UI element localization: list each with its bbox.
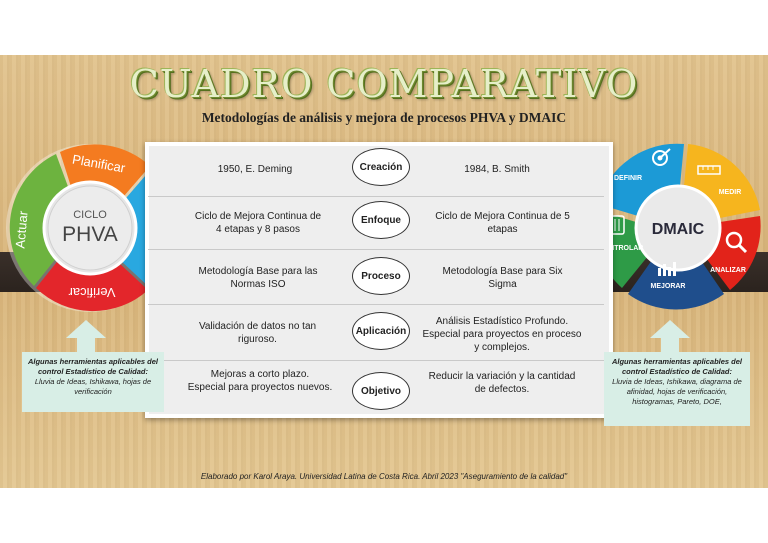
- right-note-arrow-stem: [661, 337, 679, 353]
- row-divider: [148, 249, 604, 250]
- row-creacion-label: Creación: [352, 148, 410, 186]
- dmaic-cycle-diagram: DMAIC DEFINIR MEDIR ANALIZAR MEJORAR CON…: [594, 143, 761, 310]
- page-title: CUADRO COMPARATIVO: [129, 62, 639, 106]
- row-objetivo-label: Objetivo: [352, 372, 410, 410]
- row-objetivo-phva: Mejoras a corto plazo.Especial para proy…: [187, 369, 333, 393]
- dmaic-label-controlar: CONTROLAR: [599, 245, 644, 252]
- right-note-arrow: [650, 320, 690, 338]
- phva-center-main: PHVA: [62, 223, 118, 246]
- dmaic-segment-definir: [598, 143, 684, 216]
- row-aplicacion-dmaic: Análisis Estadístico Profundo.Especial p…: [422, 316, 582, 353]
- row-proceso-label: Proceso: [352, 257, 410, 295]
- phva-center-top: CICLO: [73, 209, 107, 221]
- phva-label-actuar: Actuar: [12, 210, 30, 249]
- target-icon: [652, 148, 671, 166]
- left-note-arrow-stem: [77, 337, 95, 353]
- row-enfoque-label: Enfoque: [352, 201, 410, 239]
- dmaic-label-mejorar: MEJORAR: [650, 283, 685, 290]
- dmaic-segment-mejorar: [628, 260, 724, 310]
- left-tools-note: Algunas herramientas aplicables del cont…: [22, 352, 164, 412]
- magnifier-icon: [725, 231, 748, 254]
- row-divider: [148, 360, 604, 361]
- row-creacion-dmaic: 1984, B. Smith: [464, 164, 530, 175]
- ruler-icon: [697, 165, 721, 175]
- page-subtitle: Metodologías de análisis y mejora de pro…: [201, 110, 567, 125]
- phva-label-verificar: Verificar: [68, 285, 116, 300]
- row-aplicacion-label: Aplicación: [352, 312, 410, 350]
- row-divider: [148, 196, 604, 197]
- row-creacion-phva: 1950, E. Deming: [217, 164, 293, 175]
- chart-icon: [658, 262, 676, 276]
- dmaic-segment-medir: [684, 144, 760, 218]
- dmaic-label-definir: DEFINIR: [614, 175, 642, 182]
- dmaic-label-medir: MEDIR: [719, 189, 742, 196]
- dmaic-label-analizar: ANALIZAR: [710, 267, 746, 274]
- footer-credit: Elaborado por Karol Araya. Universidad L…: [200, 472, 568, 481]
- dmaic-center: DMAIC: [652, 221, 705, 238]
- left-note-arrow: [66, 320, 106, 338]
- phva-segment-verificar: [36, 258, 148, 312]
- right-tools-note: Algunas herramientas aplicables del cont…: [604, 352, 750, 426]
- row-divider: [148, 304, 604, 305]
